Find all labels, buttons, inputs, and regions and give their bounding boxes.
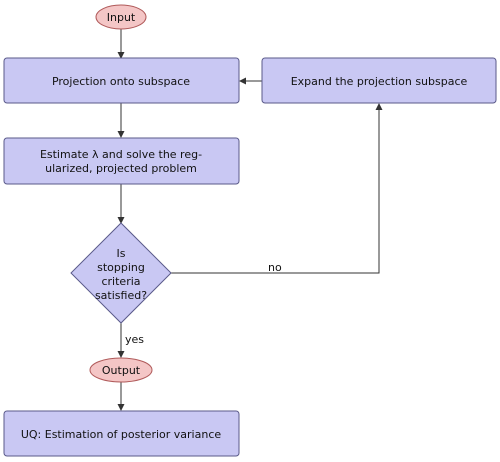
estimate-label-line-2: ularized, projected problem	[45, 162, 197, 175]
edge-label-yes: yes	[125, 333, 144, 346]
input-label: Input	[107, 11, 136, 24]
decision-label-line-4: satisfied?	[95, 289, 147, 302]
decision-node: Is stopping criteria satisfied?	[70, 222, 172, 324]
uq-node: UQ: Estimation of posterior variance	[3, 410, 240, 457]
projection-node: Projection onto subspace	[3, 57, 240, 104]
projection-label: Projection onto subspace	[52, 75, 190, 88]
edges	[117, 29, 383, 411]
expand-node: Expand the projection subspace	[261, 57, 497, 104]
decision-label-line-1: Is	[117, 247, 126, 260]
input-node: Input	[95, 4, 147, 30]
decision-label-line-3: criteria	[101, 275, 140, 288]
expand-label: Expand the projection subspace	[291, 75, 468, 88]
uq-label: UQ: Estimation of posterior variance	[21, 428, 222, 441]
edge-label-no: no	[268, 261, 282, 274]
estimate-node: Estimate λ and solve the reg- ularized, …	[3, 137, 240, 185]
decision-label-line-2: stopping	[97, 261, 145, 274]
edge-decision-no-to-expand	[171, 103, 383, 274]
output-node: Output	[89, 357, 153, 383]
output-label: Output	[102, 364, 141, 377]
estimate-label-line-1: Estimate λ and solve the reg-	[40, 148, 202, 161]
